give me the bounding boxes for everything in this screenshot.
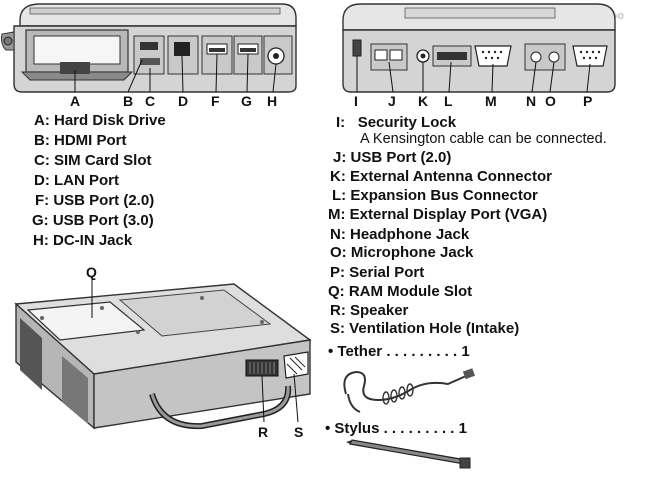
left-side-view-illustration: [1, 3, 297, 93]
callout-f: F: [211, 93, 220, 109]
legend-item-q: Q: RAM Module Slot: [328, 283, 473, 300]
callout-a: A: [70, 93, 81, 109]
stylus-illustration: [346, 439, 471, 469]
legend-item-i: I: Security Lock: [336, 114, 457, 131]
callout-c: C: [145, 93, 156, 109]
legend-item-i-note: A Kensington cable can be connected.: [360, 131, 607, 147]
legend-item-l: L: Expansion Bus Connector: [332, 187, 538, 204]
callout-r: R: [258, 424, 269, 440]
legend-item-j: J: USB Port (2.0): [333, 149, 452, 166]
callout-p: P: [583, 93, 593, 109]
callout-s: S: [294, 424, 304, 440]
legend-item-k: K: External Antenna Connector: [330, 168, 552, 185]
callout-g: G: [241, 93, 252, 109]
callout-h: H: [267, 93, 278, 109]
callout-o: O: [545, 93, 556, 109]
legend-item-h: H: DC-IN Jack: [33, 232, 133, 249]
callout-b: B: [123, 93, 134, 109]
legend-item-r: R: Speaker: [330, 302, 409, 319]
legend-item-n: N: Headphone Jack: [330, 226, 470, 243]
accessory-stylus: • Stylus . . . . . . . . . 1: [325, 420, 467, 437]
callout-q: Q: [86, 264, 97, 280]
legend-item-f: F: USB Port (2.0): [35, 192, 155, 209]
legend-item-d: D: LAN Port: [34, 172, 119, 189]
callout-d: D: [178, 93, 189, 109]
legend-item-a: A: Hard Disk Drive: [34, 112, 166, 129]
legend-item-g: G: USB Port (3.0): [32, 212, 154, 229]
accessory-tether: • Tether . . . . . . . . . 1: [328, 343, 470, 360]
legend-item-p: P: Serial Port: [330, 264, 425, 281]
callout-j: J: [388, 93, 396, 109]
callout-i: I: [354, 93, 358, 109]
callout-l: L: [444, 93, 453, 109]
legend-item-s: S: Ventilation Hole (Intake): [330, 320, 520, 337]
legend-item-o: O: Microphone Jack: [330, 244, 474, 261]
legend-item-c: C: SIM Card Slot: [34, 152, 152, 169]
legend-item-b: B: HDMI Port: [34, 132, 127, 149]
bottom-view-illustration: [14, 278, 312, 430]
callout-k: K: [418, 93, 429, 109]
tether-illustration: [343, 368, 476, 413]
callout-m: M: [485, 93, 497, 109]
callout-n: N: [526, 93, 537, 109]
legend-item-m: M: External Display Port (VGA): [328, 206, 548, 223]
right-side-view-illustration: [342, 3, 616, 93]
